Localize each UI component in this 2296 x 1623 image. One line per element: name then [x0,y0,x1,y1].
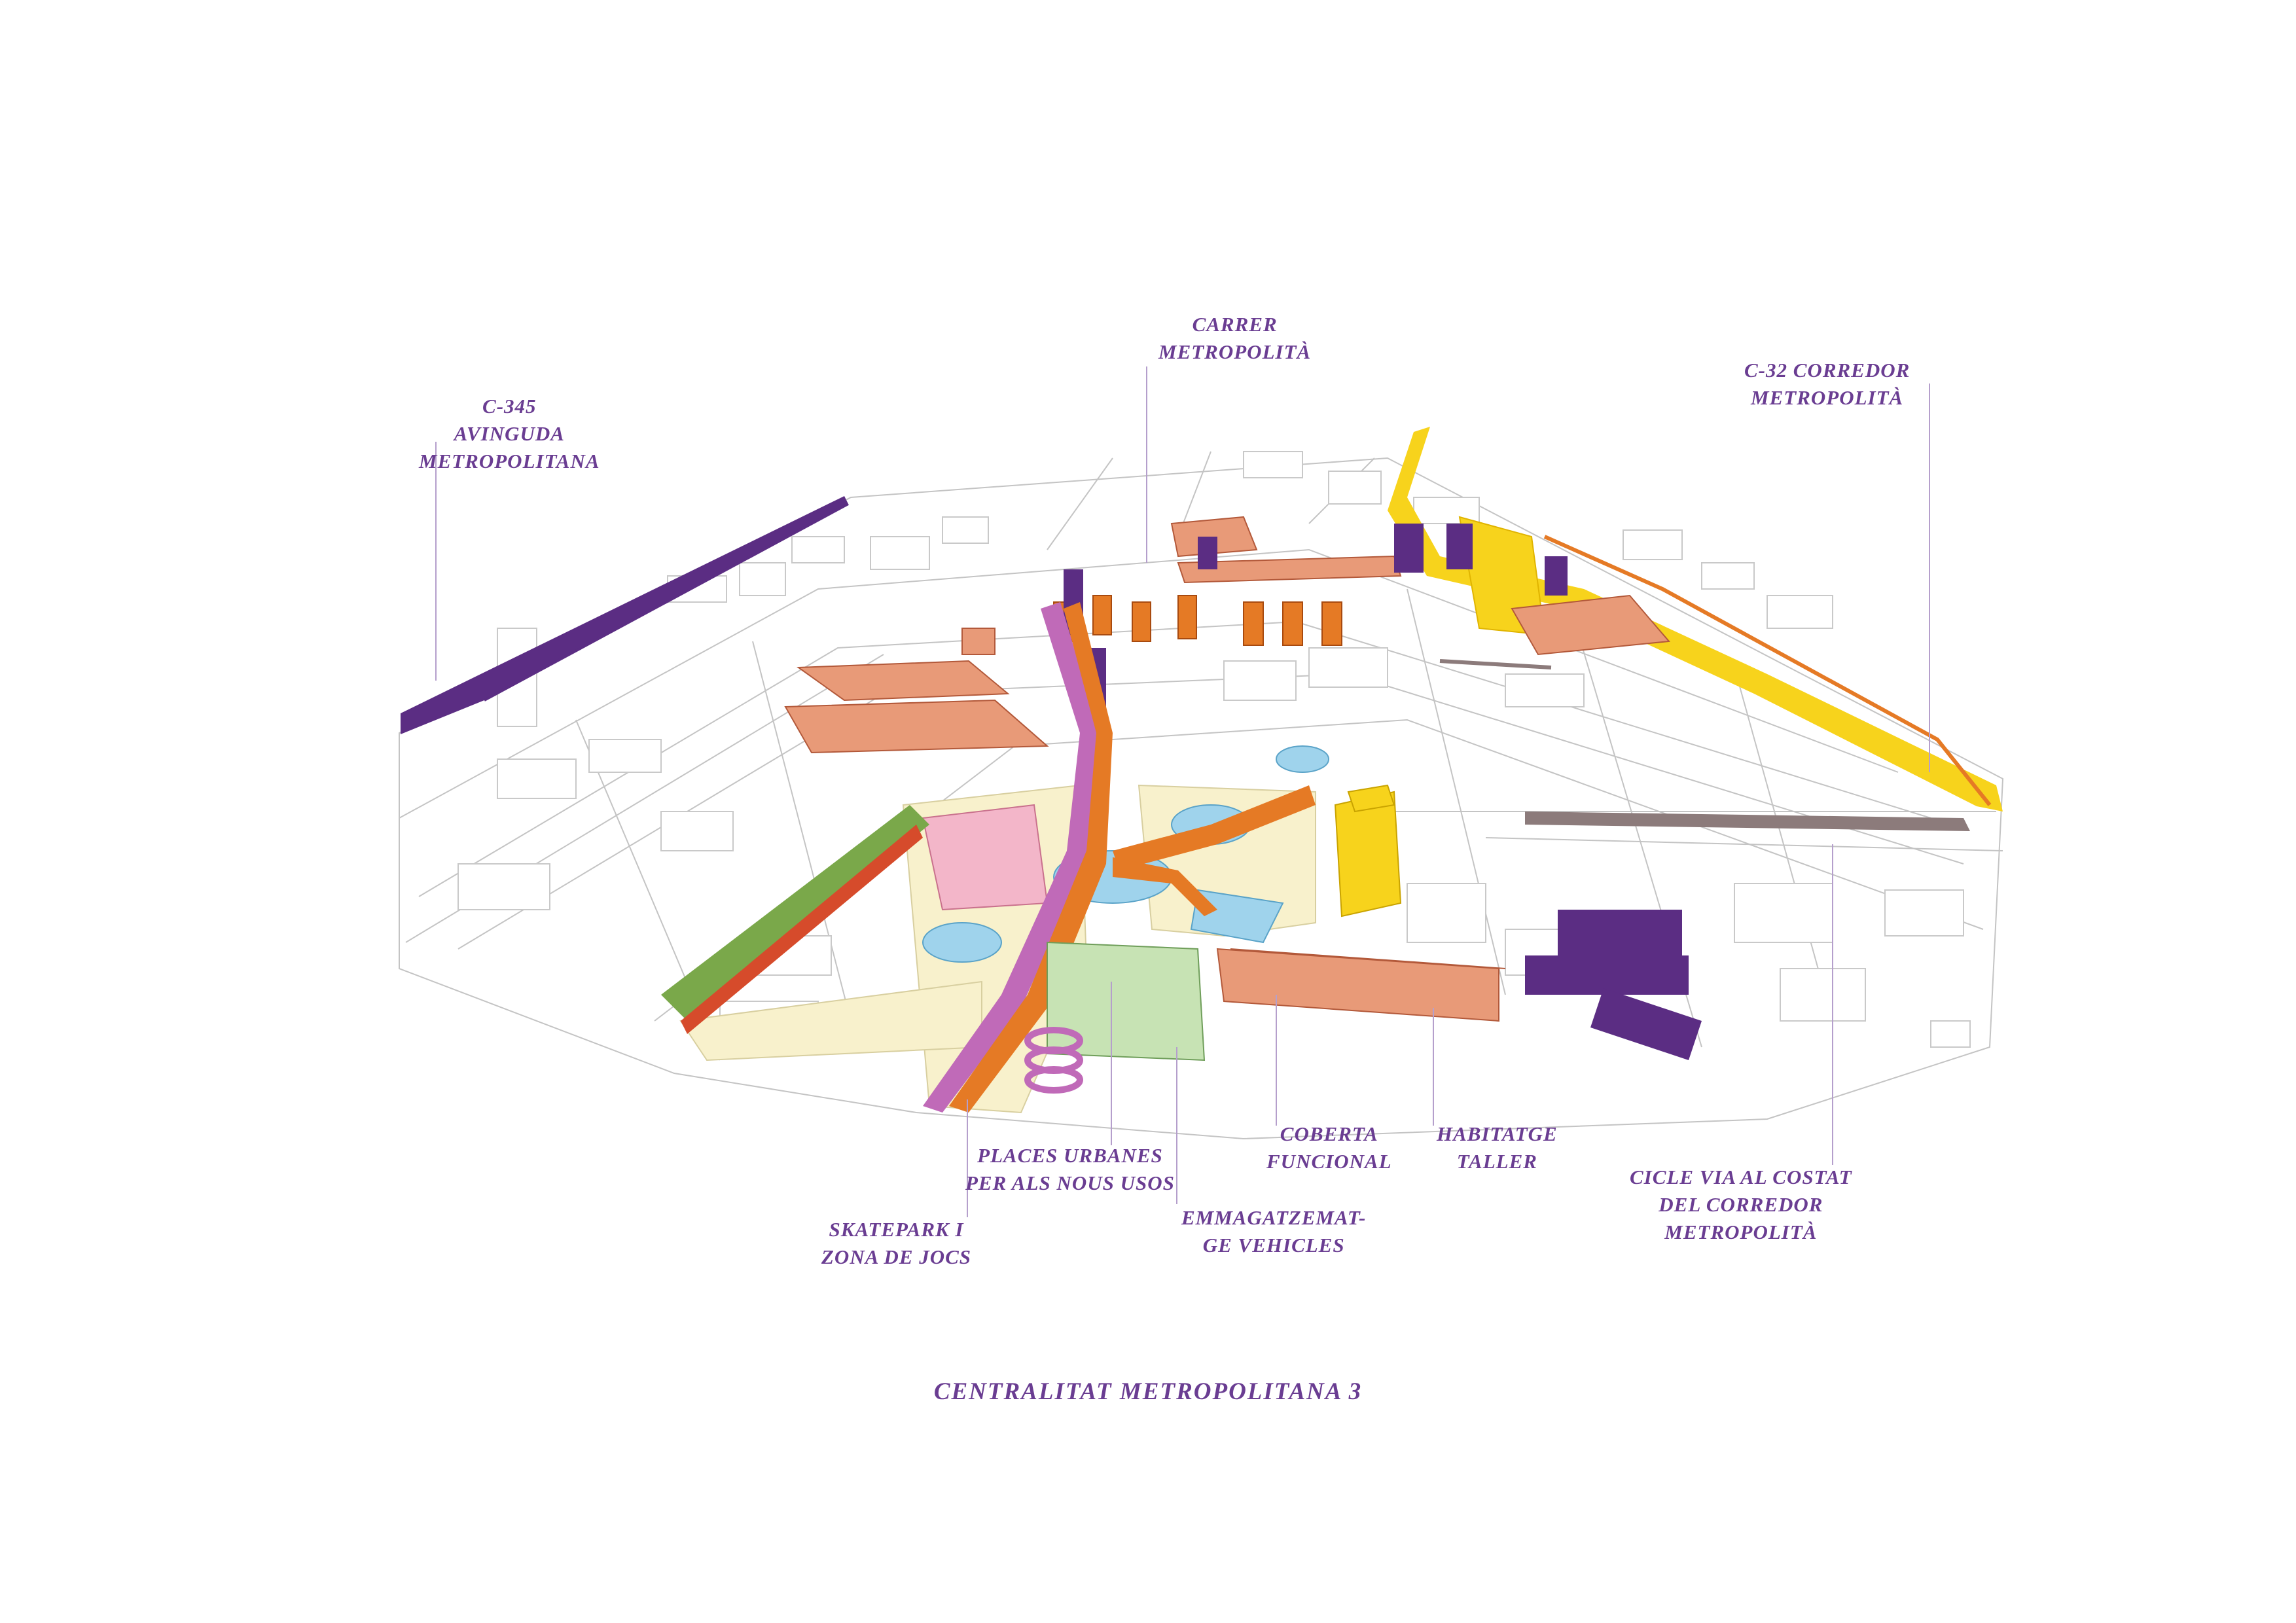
yellow-building [1334,784,1402,918]
page-caption: CENTRALITAT METROPOLITANA 3 [933,1378,1363,1405]
purple-towers [1064,524,1702,1060]
label-c32-corredor: C-32 CORREDOR METROPOLITÀ [1744,359,1910,409]
c32-corridor [1388,427,2003,812]
salmon-buildings [784,516,1671,1022]
label-places-urbanes: PLACES URBANES PER ALS NOUS USOS [965,1144,1175,1194]
rail-line [1439,659,1970,831]
label-c345-avinguda: C-345 AVINGUDA METROPOLITANA [419,395,600,473]
leader-lines [435,366,1930,1217]
skatepark-area [661,804,1049,1034]
building-blocks [457,451,1971,1048]
label-coberta-funcional: COBERTA FUNCIONAL [1266,1122,1392,1173]
orange-towers [1053,595,1342,646]
c345-avenue [401,496,849,734]
label-habitatge-taller: HABITATGE TALLER [1437,1122,1558,1173]
carrer-metropolita [923,602,1316,1113]
vehicle-storage [1024,941,1206,1094]
label-carrer-metropolita: CARRER METROPOLITÀ [1158,313,1312,363]
label-cicle-via: CICLE VIA AL COSTAT DEL CORREDOR METROPO… [1630,1166,1852,1243]
label-skatepark: SKATEPARK I ZONA DE JOCS [821,1218,972,1268]
label-emmagatzematge: EMMAGATZEMAT- GE VEHICLES [1181,1206,1367,1257]
